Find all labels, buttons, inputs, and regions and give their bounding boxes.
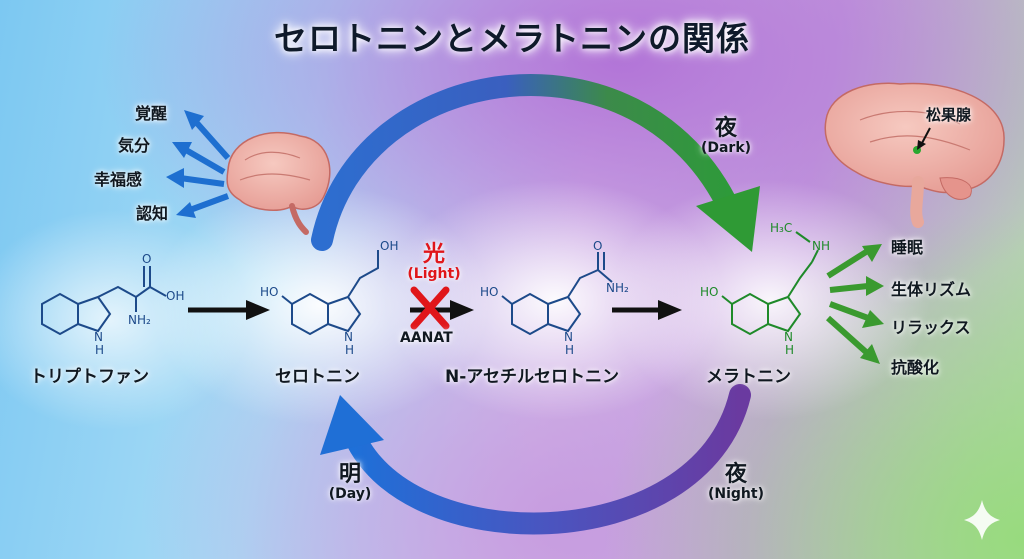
night-top-english: (Dark)	[700, 140, 752, 156]
light-inhibit-cross-icon	[410, 286, 450, 330]
tryptophan-structure	[41, 266, 167, 336]
pineal-label: 松果腺	[926, 106, 972, 124]
nacetyl-h-label: H	[565, 343, 574, 357]
melatonin-structure	[721, 231, 819, 336]
serotonin-ho-label: HO	[260, 285, 278, 299]
melatonin-label: メラトニン	[706, 367, 791, 387]
melatonin-effect-2: 生体リズム	[891, 280, 972, 299]
nacetyl-structure	[501, 252, 613, 336]
day-kanji: 明	[338, 462, 361, 487]
light-kanji: 光	[422, 242, 445, 267]
reaction-arrow-1	[188, 300, 270, 320]
melatonin-effect-4: 抗酸化	[891, 358, 940, 377]
tryptophan-h-label: H	[95, 343, 104, 357]
nacetyl-ho-label: HO	[480, 285, 498, 299]
aanat-label: AANAT	[400, 330, 453, 346]
tryptophan-o-label: O	[142, 252, 151, 266]
serotonin-effect-arrows	[166, 110, 231, 218]
nacetyl-label: N-アセチルセロトニン	[445, 367, 619, 387]
serotonin-oh-label: OH	[380, 239, 398, 253]
brain-pineal-icon	[824, 82, 1005, 228]
melatonin-effect-arrows	[825, 244, 884, 364]
tryptophan-oh-label: OH	[166, 289, 184, 303]
melatonin-ho-label: HO	[700, 285, 718, 299]
tryptophan-n-label: N	[94, 330, 103, 344]
day-cycle-arrow	[341, 384, 751, 535]
melatonin-h3c-label: H₃C	[770, 221, 792, 235]
day-english: (Day)	[328, 486, 372, 502]
serotonin-structure	[281, 250, 379, 336]
melatonin-h-label: H	[785, 343, 794, 357]
night-top-kanji: 夜	[714, 116, 737, 141]
serotonin-n-label: N	[344, 330, 353, 344]
melatonin-nh-label: NH	[812, 239, 830, 253]
day-cycle-arrowhead	[320, 395, 384, 455]
tryptophan-label: トリプトファン	[30, 367, 149, 387]
nacetyl-n-label: N	[564, 330, 573, 344]
brain-serotonin-icon	[226, 131, 331, 235]
nacetyl-o-label: O	[593, 239, 602, 253]
light-english: (Light)	[407, 266, 461, 282]
serotonin-label: セロトニン	[275, 367, 360, 387]
night-bottom-english: (Night)	[708, 486, 764, 502]
serotonin-effect-1: 覚醒	[135, 104, 168, 123]
serotonin-effect-2: 気分	[118, 136, 151, 155]
dark-cycle-arrowhead	[696, 186, 760, 252]
dark-cycle-arrow	[311, 74, 741, 251]
sparkle-icon	[964, 500, 1000, 540]
melatonin-effect-3: リラックス	[891, 318, 971, 337]
page-title: セロトニンとメラトニンの関係	[274, 19, 750, 58]
melatonin-effect-1: 睡眠	[891, 238, 924, 257]
melatonin-n-label: N	[784, 330, 793, 344]
reaction-arrow-3	[612, 300, 682, 320]
tryptophan-nh2-label: NH₂	[128, 313, 151, 327]
serotonin-h-label: H	[345, 343, 354, 357]
nacetyl-nh2-label: NH₂	[606, 281, 629, 295]
night-bottom-kanji: 夜	[724, 462, 747, 487]
serotonin-effect-3: 幸福感	[94, 170, 143, 189]
serotonin-effect-4: 認知	[136, 204, 169, 223]
